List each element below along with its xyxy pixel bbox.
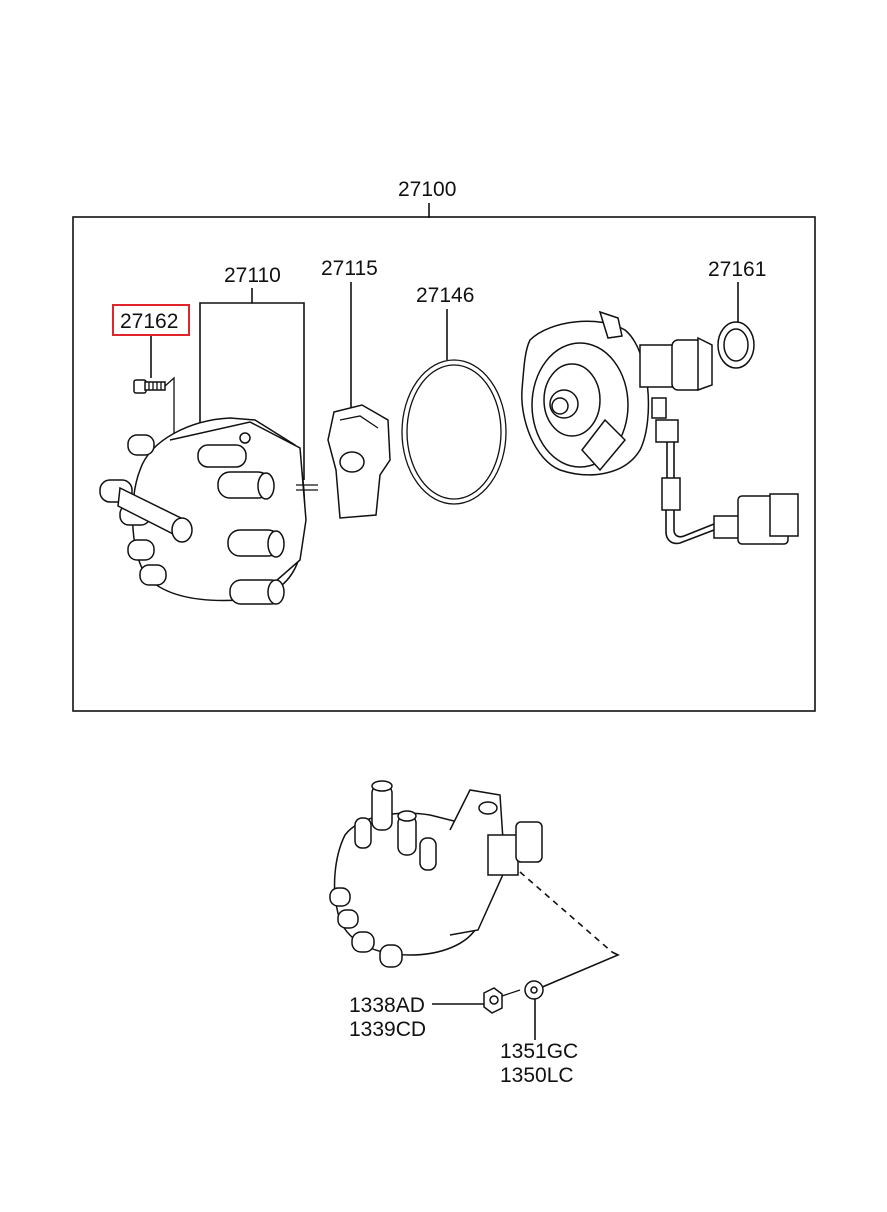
callout-nut[interactable]: 1338AD 1339CD (349, 994, 426, 1041)
callout-nut-b: 1339CD (349, 1018, 426, 1041)
callout-screw-label: 27162 (120, 310, 178, 333)
callout-cap-leader-b (252, 302, 305, 480)
seal-part (717, 321, 755, 369)
callout-cap-leader-a (199, 288, 253, 460)
callout-nut-a: 1338AD (349, 994, 425, 1017)
callout-rotor-label: 27115 (321, 257, 378, 280)
distributor-housing-part (521, 310, 799, 545)
callout-oring[interactable]: 27146 (416, 284, 474, 360)
callout-seal-label: 27161 (708, 258, 766, 281)
callout-rotor[interactable]: 27115 (321, 257, 378, 410)
callout-cap-label: 27110 (224, 264, 281, 287)
callout-screw[interactable]: 27162 (112, 304, 190, 378)
oring-part (401, 359, 507, 505)
assembly-label: 27100 (398, 178, 456, 201)
callout-seal[interactable]: 27161 (708, 258, 766, 322)
callout-cap[interactable]: 27110 (199, 264, 305, 480)
assembly-group: 27100 (72, 178, 816, 712)
lower-leader-top (539, 951, 620, 989)
callout-washer[interactable]: 1351GC 1350LC (500, 1040, 578, 1087)
callout-oring-label: 27146 (416, 284, 474, 307)
rotor-part (327, 404, 391, 519)
highlight-box (112, 304, 190, 336)
lower-fasteners (432, 951, 620, 1040)
distributor-cap-part (99, 417, 318, 605)
screw-part (133, 376, 175, 460)
callout-washer-a: 1351GC (500, 1040, 578, 1063)
assembled-distributor-part (329, 780, 613, 968)
callout-washer-b: 1350LC (500, 1064, 574, 1087)
assembly-frame (72, 216, 816, 712)
